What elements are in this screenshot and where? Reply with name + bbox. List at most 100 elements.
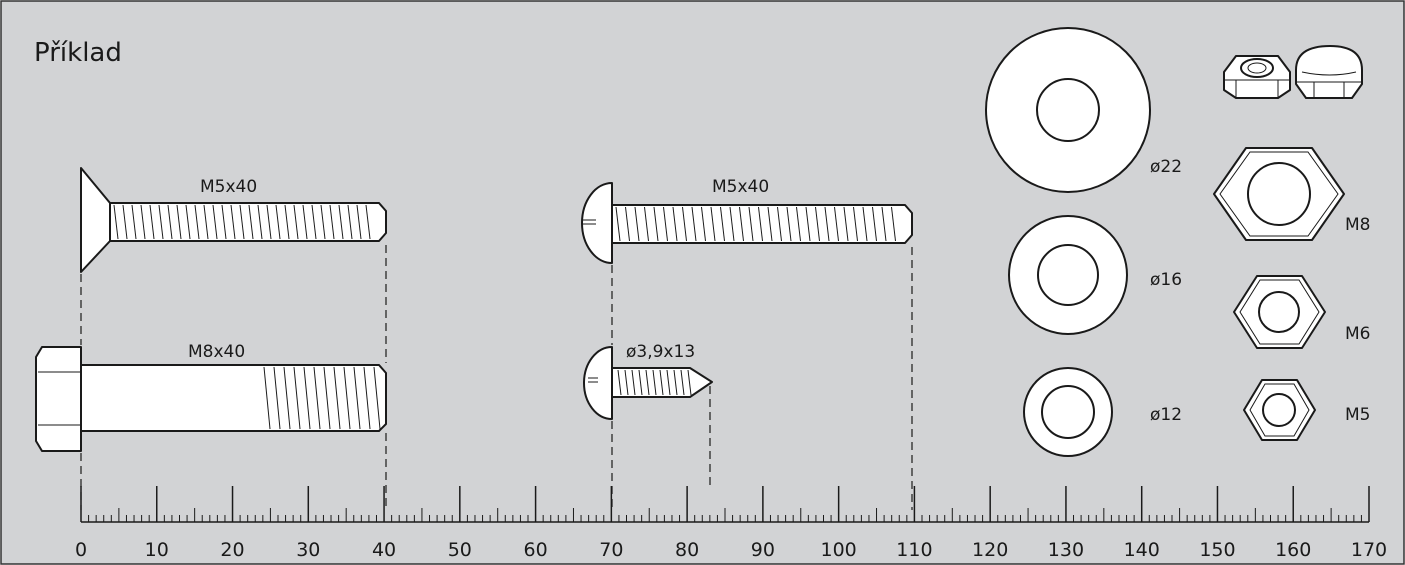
thread-line [283,366,291,430]
ruler-tick-label: 110 [896,539,932,561]
thread-line [373,366,381,430]
thread-line [365,204,371,240]
thread-line [631,369,636,396]
ruler-tick-label: 50 [448,539,472,561]
nut-m5-label: M5 [1345,405,1370,425]
thread-line [805,206,811,242]
thread-line [653,206,659,242]
page-title: Příklad [34,38,122,68]
thread-line [131,204,137,240]
thread-line [687,369,692,396]
ruler-tick-label: 80 [675,539,699,561]
thread-line [748,206,754,242]
thread-line [638,369,643,396]
thread-line [624,369,629,396]
thread-line [158,204,164,240]
thread-line [659,369,664,396]
thread-line [185,204,191,240]
thread-line [786,206,792,242]
thread-line [353,366,361,430]
thread-line [293,366,301,430]
ruler-tick-label: 10 [145,539,169,561]
thread-line [167,204,173,240]
thread-line [843,206,849,242]
nut-m6: M6 [1233,275,1370,349]
self-tapping-screw: ø3,9x13 [583,342,713,420]
thread-line [634,206,640,242]
thread-line [617,369,622,396]
thread-line [313,366,321,430]
thread-line [645,369,650,396]
thread-line [644,206,649,242]
thread-line [862,206,868,242]
thread-line [729,206,735,242]
ruler-tick-label: 20 [220,539,244,561]
ruler-tick-label: 70 [599,539,623,561]
thread-line [881,206,887,242]
thread-line [303,366,311,430]
thread-line [680,369,685,396]
washer-16: ø16 [1008,215,1182,335]
thread-line [625,206,630,242]
ruler-tick-label: 90 [751,539,775,561]
round-head-bolt-label: M5x40 [712,177,769,197]
thread-line [666,369,671,396]
thread-line [682,206,687,242]
thread-line [777,206,782,242]
nut-m8-label: M8 [1345,215,1370,235]
thread-line [239,204,245,240]
thread-line [853,206,858,242]
cap-nut-illustration [1295,45,1363,99]
washer-22-label: ø22 [1150,157,1182,177]
thread-line [652,369,657,396]
thread-line [333,366,341,430]
screw-label: ø3,9x13 [626,342,695,362]
thread-line [872,206,877,242]
thread-line [212,204,218,240]
thread-line [140,204,146,240]
thread-line [338,204,344,240]
thread-line [663,206,668,242]
nut-m6-label: M6 [1345,324,1370,344]
thread-line [230,204,236,240]
ruler-tick-label: 0 [75,539,87,561]
round-head-bolt: M5x40 [581,177,913,264]
thread-line [113,204,119,240]
washer-16-label: ø16 [1150,270,1182,290]
ruler-tick-label: 30 [296,539,320,561]
thread-line [221,204,227,240]
ruler-tick-label: 140 [1124,539,1160,561]
ruler-tick-label: 100 [821,539,857,561]
guide-lines [80,245,913,510]
thread-line [363,366,371,430]
ruler-tick-label: 120 [972,539,1008,561]
thread-line [672,206,678,242]
thread-line [356,204,362,240]
thread-line [273,366,281,430]
thread-line [834,206,839,242]
thread-line [673,369,678,396]
thread-line [710,206,716,242]
countersunk-bolt: M5x40 [80,167,387,273]
thread-line [615,206,621,242]
ruler-tick-label: 150 [1199,539,1235,561]
thread-line [293,204,299,240]
ruler-tick-label: 130 [1048,539,1084,561]
hex-bolt-label: M8x40 [188,342,245,362]
thread-line [320,204,326,240]
thread-line [275,204,281,240]
thread-line [203,204,209,240]
thread-line [266,204,272,240]
ruler-tick-label: 60 [523,539,547,561]
thread-line [891,206,896,242]
nut-m8: M8 [1213,147,1370,241]
thread-line [767,206,773,242]
thread-line [194,204,200,240]
thread-line [343,366,351,430]
thread-line [122,204,128,240]
thread-line [263,366,271,430]
thread-line [329,204,335,240]
ruler-tick-label: 40 [372,539,396,561]
